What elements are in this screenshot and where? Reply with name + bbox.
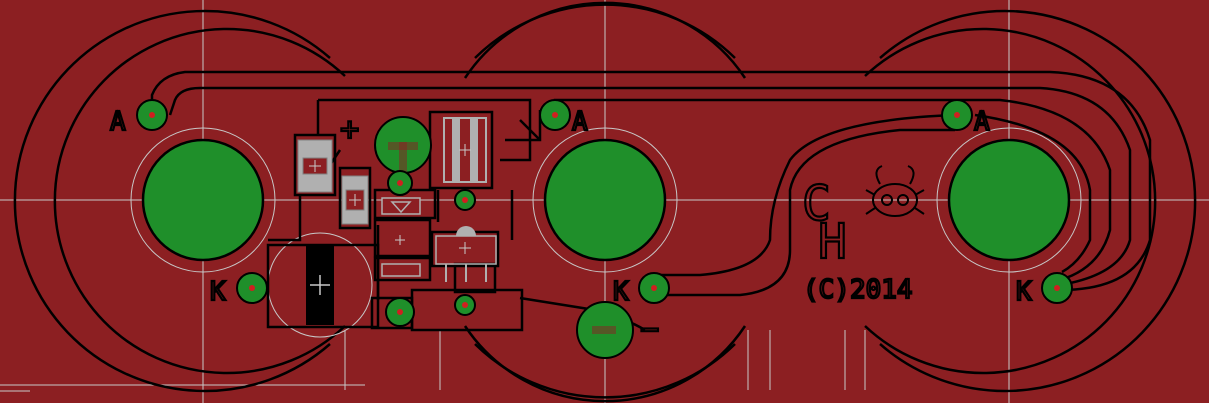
led-pad-center xyxy=(543,138,667,262)
cathode-label-left: K xyxy=(210,277,226,307)
anode-label-right: A xyxy=(974,107,990,137)
cathode-label-center: K xyxy=(613,277,629,307)
vias xyxy=(136,99,1073,359)
logo-c: C xyxy=(802,176,831,232)
led-pads xyxy=(141,138,1071,262)
copyright-label: (C)2014 xyxy=(803,275,913,305)
capacitor xyxy=(306,245,334,325)
anode-label-left: A xyxy=(110,107,126,137)
plus-label: + xyxy=(340,110,359,148)
cathode-label-right: K xyxy=(1016,277,1032,307)
logo-h: H xyxy=(818,214,847,270)
led-pad-right xyxy=(947,138,1071,262)
anode-label-center: A xyxy=(572,107,588,137)
bug-logo-icon xyxy=(865,165,925,217)
board-outline xyxy=(13,1,1197,403)
led-pad-left xyxy=(141,138,265,262)
pin-labels: A A A K K K + − (C)2014 xyxy=(109,106,1033,349)
component-outlines xyxy=(266,100,541,332)
smd-parts xyxy=(297,117,497,282)
minus-label: − xyxy=(640,310,659,348)
ch-logo: C H xyxy=(801,175,848,271)
center-marks xyxy=(309,144,471,254)
